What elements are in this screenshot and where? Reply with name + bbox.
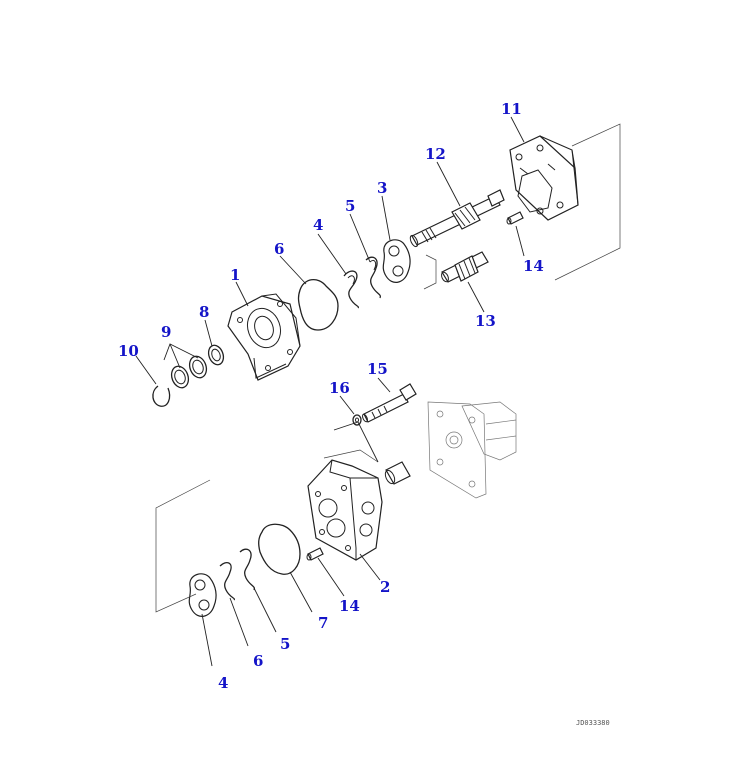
part-label-5-lower: 5 bbox=[280, 635, 290, 653]
part-label-12: 12 bbox=[425, 145, 446, 163]
gasket-6-upper bbox=[297, 279, 339, 331]
rear-cover-11 bbox=[509, 123, 621, 281]
part-label-7: 7 bbox=[318, 614, 328, 632]
seal-6-lower bbox=[219, 561, 236, 601]
lower-bracket-line bbox=[155, 479, 211, 613]
part-label-2: 2 bbox=[380, 578, 390, 596]
part-labels: 11 12 3 5 4 6 14 1 8 13 9 10 15 16 2 14 … bbox=[118, 100, 544, 692]
bushing bbox=[384, 461, 411, 485]
dowel-pin-14-upper bbox=[506, 211, 524, 225]
part-label-15: 15 bbox=[367, 360, 388, 378]
part-label-5-upper: 5 bbox=[345, 197, 355, 215]
snap-ring-10 bbox=[152, 385, 171, 407]
oil-seal-9b bbox=[170, 365, 190, 389]
seal-4-upper bbox=[343, 270, 360, 309]
bolt-15 bbox=[362, 383, 417, 423]
part-label-3: 3 bbox=[377, 179, 387, 197]
wear-plate-3 bbox=[382, 239, 411, 283]
part-label-9: 9 bbox=[161, 323, 171, 341]
part-label-14-upper: 14 bbox=[523, 257, 544, 275]
part-label-14-lower: 14 bbox=[339, 597, 360, 615]
drive-shaft-12 bbox=[409, 189, 505, 248]
part-label-4-lower: 4 bbox=[218, 674, 228, 692]
pump-body-2 bbox=[307, 449, 383, 561]
part-label-6-upper: 6 bbox=[274, 240, 284, 258]
part-label-16: 16 bbox=[329, 379, 350, 397]
part-label-13: 13 bbox=[475, 312, 496, 330]
part-label-1: 1 bbox=[230, 266, 240, 284]
wear-plate-4-lower bbox=[188, 573, 217, 617]
mating-pump-body bbox=[427, 401, 517, 499]
backup-ring-5-upper bbox=[365, 256, 382, 299]
dowel-pin-14-lower bbox=[306, 547, 324, 561]
gasket-7 bbox=[258, 523, 301, 575]
front-cover-1 bbox=[227, 293, 301, 381]
oil-seal-9a bbox=[188, 355, 208, 379]
part-label-8: 8 bbox=[199, 303, 209, 321]
part-label-11: 11 bbox=[501, 100, 522, 118]
ring-8 bbox=[207, 344, 225, 366]
leader-lines bbox=[135, 116, 525, 667]
part-label-4-upper: 4 bbox=[313, 216, 323, 234]
part-label-10: 10 bbox=[118, 342, 139, 360]
part-label-6-lower: 6 bbox=[253, 652, 263, 670]
drawing-reference-code: JD033380 bbox=[576, 719, 610, 727]
driven-gear-13 bbox=[423, 251, 489, 290]
backup-ring-5-lower bbox=[239, 548, 256, 591]
